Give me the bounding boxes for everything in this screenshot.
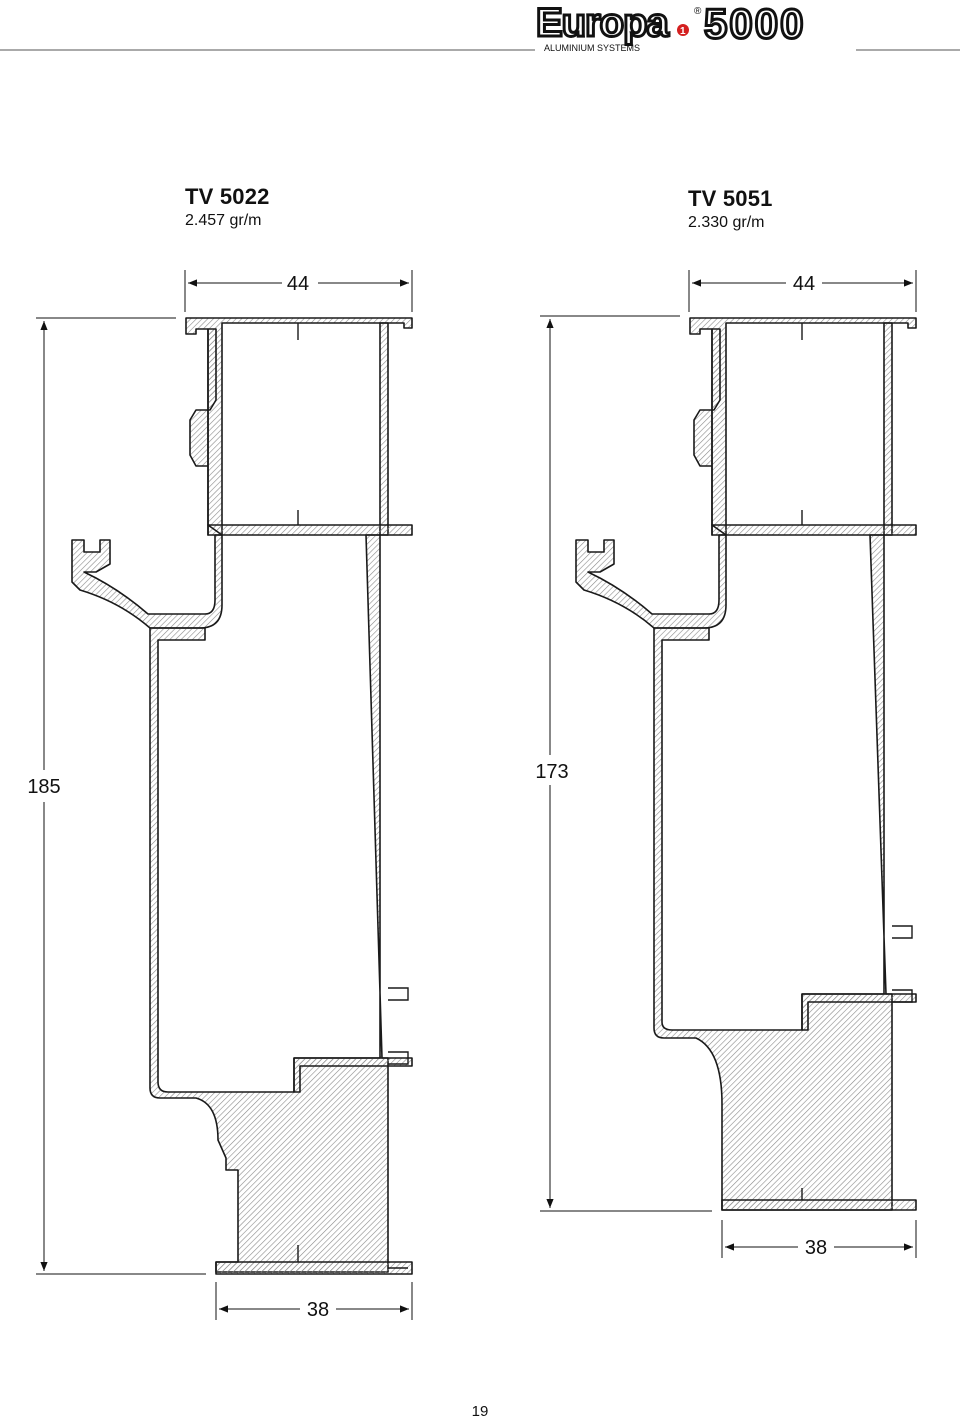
profile-title-tv5022: TV 5022 xyxy=(185,184,270,209)
dim-bottom-width-tv5022: 38 xyxy=(307,1299,329,1321)
registered-mark: ® xyxy=(694,6,702,17)
profile-drawing-tv5022 xyxy=(71,317,413,1275)
dim-bottom-width-tv5051: 38 xyxy=(805,1237,827,1259)
profile-title-tv5051: TV 5051 xyxy=(688,186,773,211)
profile-weight-tv5051: 2.330 gr/m xyxy=(688,214,765,231)
brand-badge-number: 1 xyxy=(680,26,686,37)
page-number: 19 xyxy=(471,1403,489,1420)
dimension-lines-tv5022 xyxy=(36,270,413,1320)
brand-subtitle: ALUMINIUM SYSTEMS xyxy=(544,43,640,53)
dim-top-width-tv5022: 44 xyxy=(287,273,309,295)
profile-drawing-tv5051 xyxy=(575,317,917,1211)
brand-badge xyxy=(677,24,689,36)
brand-logo: Europa 1 ® 5000 ALUMINIUM SYSTEMS xyxy=(535,0,805,53)
brand-series: 5000 xyxy=(704,0,805,47)
dimension-lines-tv5051 xyxy=(540,270,917,1258)
profile-weight-tv5022: 2.457 gr/m xyxy=(185,212,262,229)
dim-height-tv5051: 173 xyxy=(535,761,568,783)
dim-height-tv5022: 185 xyxy=(27,776,60,798)
dim-top-width-tv5051: 44 xyxy=(793,273,815,295)
brand-wordmark: Europa xyxy=(536,1,670,45)
